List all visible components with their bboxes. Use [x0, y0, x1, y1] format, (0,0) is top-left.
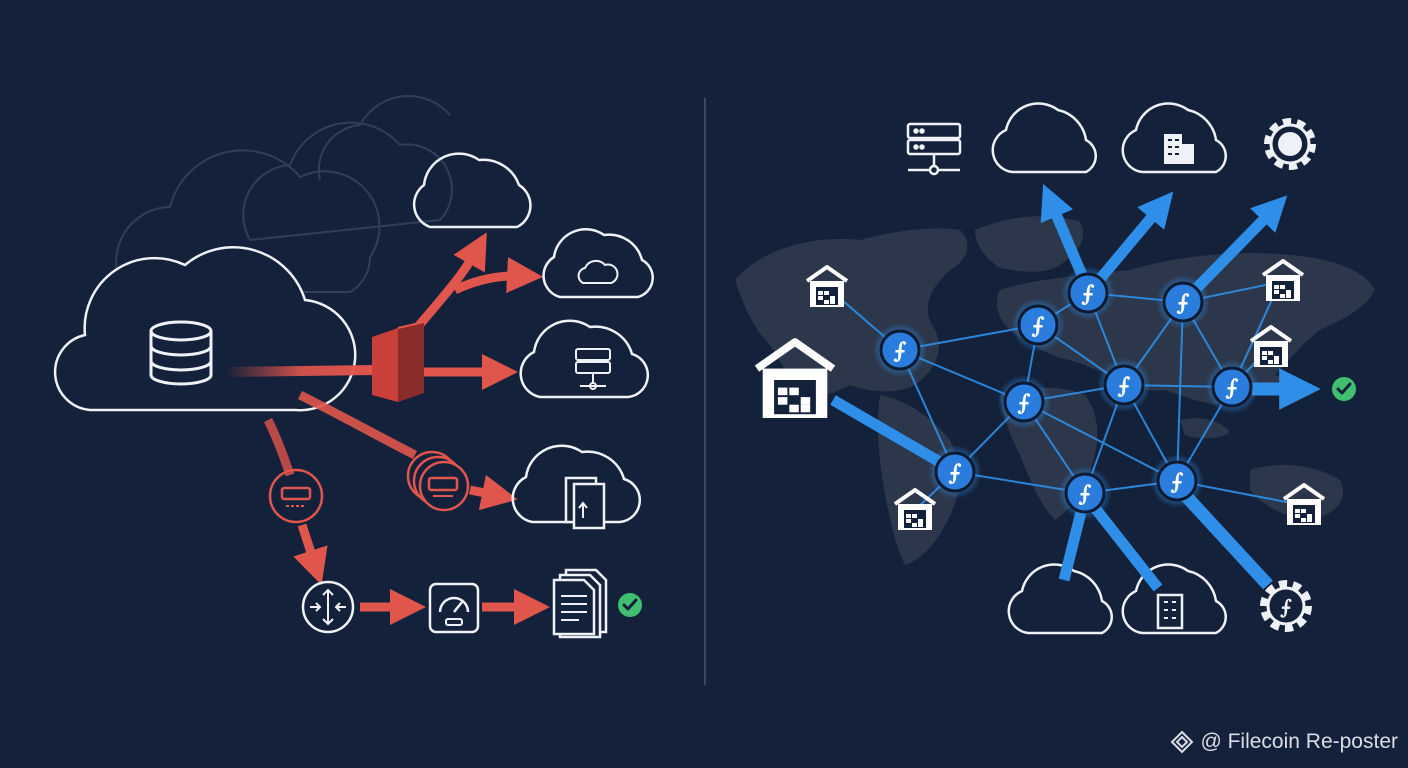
filecoin-node-icon: ⨍: [1205, 360, 1259, 414]
flow-diagonal: [297, 390, 418, 460]
checkmark-icon: [616, 591, 644, 619]
svg-text:⨍: ⨍: [1081, 281, 1095, 307]
flow-down-cloud: [1058, 506, 1088, 582]
cloud-icon: [412, 152, 532, 229]
flow-from-warehouse: [830, 395, 953, 473]
gate-icon: [372, 321, 425, 402]
filecoin-node-icon: ⨍: [1058, 466, 1112, 520]
flow-down-2: [293, 523, 328, 586]
flow-down-building: [1090, 504, 1163, 592]
watermark: @ Filecoin Re-poster: [1170, 730, 1398, 754]
svg-text:⨍: ⨍: [1031, 313, 1045, 339]
flow-up-building: [1090, 191, 1174, 289]
meter-stack-icon: [406, 450, 470, 512]
filecoin-node-icon: ⨍: [1011, 298, 1065, 352]
svg-text:⨍: ⨍: [1117, 373, 1131, 399]
filecoin-node-icon: ⨍: [997, 375, 1051, 429]
watermark-text: @ Filecoin Re-poster: [1200, 730, 1398, 753]
right-panel: ⨍: [735, 102, 1375, 635]
filecoin-node-icon: ⨍: [873, 323, 927, 377]
svg-text:⨍: ⨍: [1176, 290, 1190, 316]
filecoin-node-icon: ⨍: [928, 445, 982, 499]
cloud-database-icon: [53, 246, 357, 412]
gear-node-glyph: ⨍: [1280, 595, 1292, 619]
cloud-server-icon: [519, 319, 649, 399]
filecoin-nodes: ⨍ ⨍ ⨍ ⨍: [873, 266, 1259, 520]
filecoin-node-icon: ⨍: [1097, 358, 1151, 412]
cloud-files-icon: [511, 444, 641, 530]
svg-text:⨍: ⨍: [1078, 481, 1092, 507]
cloud-building-icon: [1121, 563, 1227, 635]
documents-icon: [552, 568, 608, 639]
svg-text:⨍: ⨍: [1017, 390, 1031, 416]
gear-icon: [1264, 118, 1316, 170]
faint-cloud-icon: [242, 121, 453, 242]
cloud-cloud-icon: [542, 228, 654, 299]
filecoin-node-icon: ⨍: [1156, 275, 1210, 329]
cloud-building-icon: [1121, 102, 1227, 174]
server-icon: [906, 122, 962, 176]
checkmark-icon: [1330, 375, 1358, 403]
flow-down: [263, 417, 295, 477]
cloud-icon: [991, 102, 1097, 174]
svg-text:⨍: ⨍: [1170, 469, 1184, 495]
svg-text:⨍: ⨍: [948, 460, 962, 486]
flow-to-firewall: [224, 365, 376, 377]
filecoin-node-icon: ⨍: [1150, 454, 1204, 508]
gauge-icon: [428, 582, 480, 634]
flow-down-gear: [1180, 490, 1273, 590]
flow-up-branch: [453, 257, 543, 295]
router-icon: [301, 580, 355, 634]
svg-text:⨍: ⨍: [893, 338, 907, 364]
background-clouds: [115, 95, 453, 293]
left-panel: [53, 95, 654, 639]
filecoin-node-icon: ⨍: [1061, 266, 1115, 320]
faint-cloud-icon: [115, 149, 381, 293]
diamond-logo-icon: [1171, 730, 1194, 754]
svg-text:⨍: ⨍: [1225, 375, 1239, 401]
gear-node-icon: ⨍: [1260, 580, 1312, 632]
faint-cloud-icon: [317, 95, 451, 181]
meter-icon: [268, 468, 324, 524]
flow-up-gear: [1186, 195, 1288, 299]
flow-to-files: [469, 474, 518, 511]
